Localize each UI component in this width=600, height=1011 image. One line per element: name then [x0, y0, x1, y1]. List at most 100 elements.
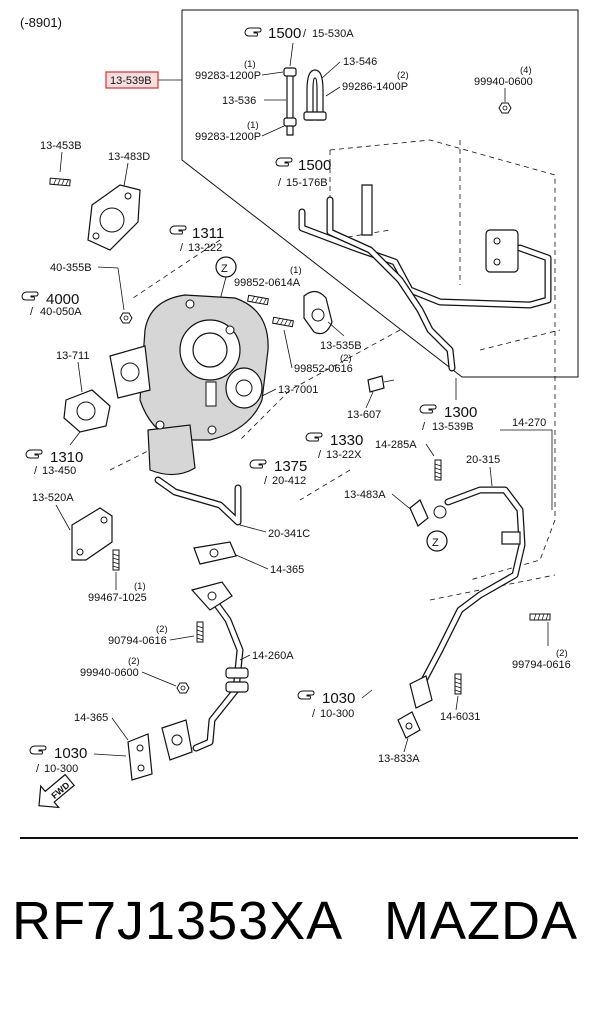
ref-1030-a[interactable]: 1030: [322, 690, 355, 707]
label-99794-0616[interactable]: 99794-0616: [512, 659, 571, 671]
label-15-176B[interactable]: 15-176B: [286, 177, 328, 189]
svg-text:/: /: [278, 177, 282, 189]
ref-1500-top[interactable]: 1500: [268, 25, 301, 42]
bracket-13-520A: [71, 507, 113, 561]
label-20-412[interactable]: 20-412: [272, 475, 306, 487]
label-10-300-b[interactable]: 10-300: [44, 763, 78, 775]
label-10-300-a[interactable]: 10-300: [320, 708, 354, 720]
gasket-13-833A: [397, 711, 421, 739]
svg-text:/: /: [318, 449, 322, 461]
svg-text:/: /: [30, 306, 34, 318]
label-13-483A[interactable]: 13-483A: [344, 489, 386, 501]
qty: (1): [134, 581, 146, 592]
gasket-13-711: [63, 389, 111, 433]
ref-hand-icon: [244, 27, 262, 37]
ref-1330[interactable]: 1330: [330, 432, 363, 449]
nut-icon: [176, 682, 190, 694]
label-14-270[interactable]: 14-270: [512, 417, 546, 429]
caption: RF7J1353XA MAZDA: [0, 890, 600, 980]
label-13-22X[interactable]: 13-22X: [326, 449, 362, 461]
label-13-546[interactable]: 13-546: [343, 56, 377, 68]
svg-text:/: /: [34, 465, 38, 477]
label-13-607[interactable]: 13-607: [347, 409, 381, 421]
label-14-365-upper[interactable]: 14-365: [270, 564, 304, 576]
part-number: RF7J1353XA: [12, 891, 344, 951]
ref-1311[interactable]: 1311: [192, 225, 224, 242]
inset-frame: [181, 9, 579, 378]
svg-text:/: /: [180, 242, 184, 254]
label-13-711[interactable]: 13-711: [56, 350, 89, 362]
label-14-260A[interactable]: 14-260A: [252, 650, 294, 662]
label-13-833A[interactable]: 13-833A: [378, 753, 420, 765]
turbocharger[interactable]: [109, 294, 269, 476]
label-13-453B[interactable]: 13-453B: [40, 140, 82, 152]
label-13-520A[interactable]: 13-520A: [32, 492, 74, 504]
label-20-341C[interactable]: 20-341C: [268, 528, 310, 540]
label-40-050A[interactable]: 40-050A: [40, 306, 82, 318]
label-13-539B[interactable]: 13-539B: [432, 421, 474, 433]
label-13-536[interactable]: 13-536: [222, 95, 256, 107]
svg-text:/: /: [264, 475, 268, 487]
nut-icon: [498, 102, 512, 114]
ref-hand-icon: [169, 225, 187, 235]
model-range-header: (-8901): [20, 15, 62, 30]
pipe-fitting-14-6031: [409, 673, 462, 709]
label-99283-1200P-top[interactable]: 99283-1200P: [195, 70, 261, 82]
z-marker-bottom: [426, 530, 448, 552]
ref-4000[interactable]: 4000: [46, 291, 79, 308]
ref-hand-icon: [275, 157, 293, 167]
label-13-450[interactable]: 13-450: [42, 465, 76, 477]
highlighted-part-label: 13-539B: [110, 75, 152, 87]
qty: (2): [397, 70, 409, 81]
label-99467-1025[interactable]: 99467-1025: [88, 592, 147, 604]
z-marker-bottom-label: Z: [432, 537, 439, 549]
label-90794-0616[interactable]: 90794-0616: [108, 635, 167, 647]
label-13-7001[interactable]: 13-7001: [278, 384, 318, 396]
forward-arrow-icon: FWD: [38, 773, 75, 809]
oil-pipe-assembly: [298, 184, 552, 372]
ref-1030-b[interactable]: 1030: [54, 745, 87, 762]
ref-hand-icon: [249, 459, 267, 469]
label-14-285A[interactable]: 14-285A: [375, 439, 417, 451]
label-99283-1200P-bottom[interactable]: 99283-1200P: [195, 131, 261, 143]
ref-1375[interactable]: 1375: [274, 458, 307, 475]
qty: (2): [156, 624, 168, 635]
ref-1310[interactable]: 1310: [50, 449, 83, 466]
water-hose-assembly: [283, 67, 327, 136]
qty: (2): [128, 656, 140, 667]
brand-name: MAZDA: [384, 891, 578, 951]
label-20-315[interactable]: 20-315: [466, 454, 500, 466]
label-13-222[interactable]: 13-222: [188, 242, 222, 254]
qty: (1): [247, 120, 259, 131]
ref-hand-icon: [297, 690, 315, 700]
label-40-355B[interactable]: 40-355B: [50, 262, 92, 274]
qty: (4): [520, 65, 532, 76]
ref-hand-icon: [25, 449, 43, 459]
svg-text:/: /: [303, 28, 307, 40]
label-99852-0616[interactable]: 99852-0616: [294, 363, 353, 375]
water-pipe-14-270: [416, 486, 526, 692]
gasket-14-365-upper: [193, 541, 237, 565]
ref-hand-icon: [29, 745, 47, 755]
ref-1500-mid[interactable]: 1500: [298, 157, 331, 174]
label-13-535B[interactable]: 13-535B: [320, 340, 362, 352]
qty: (2): [556, 648, 568, 659]
engine-outline: [109, 139, 561, 601]
gasket-13-483A: [409, 499, 429, 527]
label-99940-0600-bottom[interactable]: 99940-0600: [80, 667, 139, 679]
qty: (1): [290, 265, 302, 276]
label-14-6031[interactable]: 14-6031: [440, 711, 480, 723]
label-15-530A[interactable]: 15-530A: [312, 28, 354, 40]
label-14-365-lower[interactable]: 14-365: [74, 712, 108, 724]
gasket-13-535B: [303, 290, 333, 335]
label-99852-0614A[interactable]: 99852-0614A: [234, 277, 301, 289]
label-99286-1400P[interactable]: 99286-1400P: [342, 81, 408, 93]
ref-1300[interactable]: 1300: [444, 404, 477, 421]
gasket-13-483D: [87, 184, 141, 251]
label-99940-0600-top[interactable]: 99940-0600: [474, 76, 533, 88]
qty: (2): [340, 353, 352, 364]
ref-hand-icon: [21, 291, 39, 301]
label-13-483D[interactable]: 13-483D: [108, 151, 150, 163]
nut-icon: [119, 312, 133, 324]
